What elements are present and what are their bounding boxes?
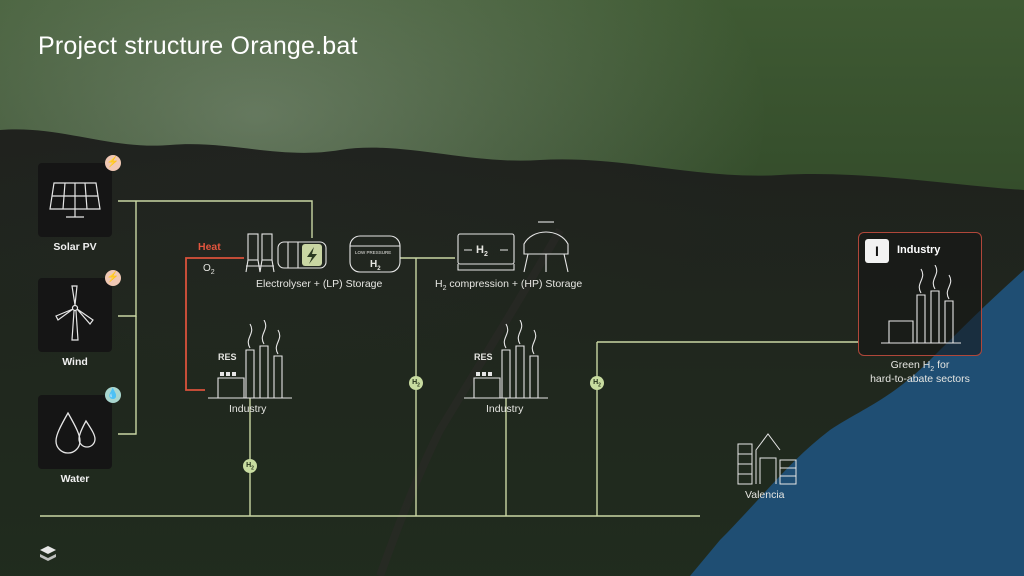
lightning-badge: ⚡ (105, 155, 121, 171)
tank-label: LOW PRESSURE (355, 250, 392, 255)
solar-panel-icon (49, 182, 101, 218)
source-label-water: Water (60, 473, 90, 485)
water-box (38, 395, 112, 469)
factory-icon (464, 320, 548, 399)
industry-card-title: Industry (897, 244, 941, 256)
o2-label: O2 (203, 263, 215, 276)
industry-label: Industry (229, 403, 267, 415)
port-icon (737, 433, 797, 485)
industry-card-caption: Green H2 for hard-to-abate sectors (870, 359, 970, 386)
source-label-wind: Wind (62, 356, 88, 368)
compression-storage-icon (457, 221, 569, 273)
heat-label: Heat (198, 241, 221, 253)
electrolyser-icon (245, 233, 401, 273)
water-drop-badge: 💧 (105, 387, 121, 403)
factory-icon (881, 265, 961, 344)
wind-turbine-icon (55, 285, 94, 341)
valencia-label: Valencia (745, 489, 785, 501)
industry-letter-icon: I (865, 239, 889, 263)
h2-valve-icon: H2 (590, 376, 604, 390)
solar-pv-box (38, 163, 112, 237)
compression-label: H2 compression + (HP) Storage (435, 278, 583, 293)
tank-h2-label: H2 (370, 259, 381, 272)
page-title: Project structure Orange.bat (38, 32, 358, 60)
h2-valve-icon: H2 (243, 459, 257, 473)
lightning-badge: ⚡ (105, 270, 121, 286)
company-logo-icon (40, 546, 56, 561)
source-label-solar: Solar PV (53, 241, 97, 253)
h2-valve-icon: H2 (409, 376, 423, 390)
res-label: RES (218, 352, 237, 362)
water-drops-icon (55, 411, 96, 454)
wind-box (38, 278, 112, 352)
industry-label: Industry (486, 403, 524, 415)
res-label: RES (474, 352, 493, 362)
compression-h2-label: H2 (476, 244, 488, 259)
factory-icon (208, 320, 292, 399)
industry-card: I Industry (858, 232, 982, 356)
electrolyser-label: Electrolyser + (LP) Storage (256, 278, 383, 290)
